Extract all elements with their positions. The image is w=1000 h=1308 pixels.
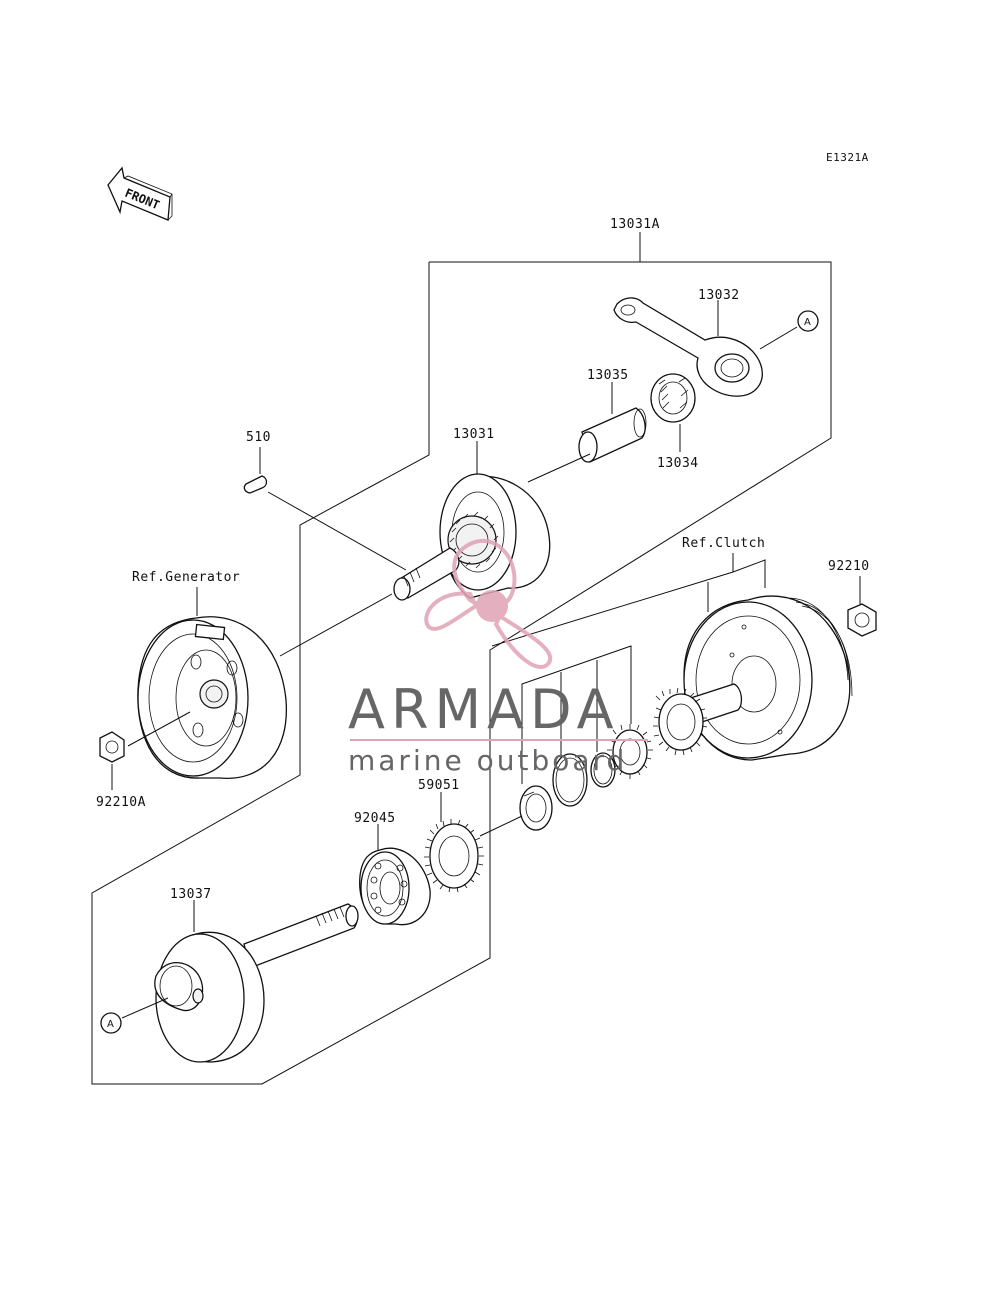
label-13032: 13032 xyxy=(698,288,740,303)
nut-92210A xyxy=(99,731,125,763)
woodruff-key xyxy=(243,475,268,494)
ball-bearing xyxy=(359,847,431,926)
circlip-2 xyxy=(552,753,588,807)
label-510: 510 xyxy=(246,430,271,445)
label-92210: 92210 xyxy=(828,559,870,574)
crankshaft-left-half xyxy=(393,473,551,601)
collar xyxy=(519,785,553,831)
label-13035: 13035 xyxy=(587,368,629,383)
label-13037: 13037 xyxy=(170,887,212,902)
armada-logo xyxy=(424,538,553,669)
clutch-gear xyxy=(653,687,708,756)
label-13031: 13031 xyxy=(453,427,495,442)
label-ref-generator: Ref.Generator xyxy=(132,570,240,585)
crank-pin xyxy=(578,407,647,463)
gear-59051 xyxy=(424,819,484,893)
marker-a-circle-top xyxy=(797,310,819,332)
marker-a-circle-bottom xyxy=(100,1012,122,1034)
marker-a-bottom: A xyxy=(107,1019,114,1030)
generator-rotor xyxy=(137,616,287,779)
label-13034: 13034 xyxy=(657,456,699,471)
needle-bearing xyxy=(650,373,696,423)
label-59051: 59051 xyxy=(418,778,460,793)
label-ref-clutch: Ref.Clutch xyxy=(682,536,765,551)
diagram-code: E1321A xyxy=(826,151,869,164)
label-92210A: 92210A xyxy=(96,795,146,810)
label-13031A: 13031A xyxy=(610,217,660,232)
watermark-tagline: marine outboard xyxy=(348,744,627,777)
assembly-bracket xyxy=(91,232,832,1085)
front-arrow-icon: FRONT xyxy=(107,166,173,221)
watermark-name: ARMADA xyxy=(348,678,620,741)
label-92045: 92045 xyxy=(354,811,396,826)
crankshaft-right-half xyxy=(154,903,359,1063)
circlip-1 xyxy=(590,752,616,788)
clutch-assembly xyxy=(660,595,853,761)
nut-92210 xyxy=(847,603,877,637)
connecting-rod xyxy=(613,297,763,397)
marker-a-top: A xyxy=(804,317,811,328)
